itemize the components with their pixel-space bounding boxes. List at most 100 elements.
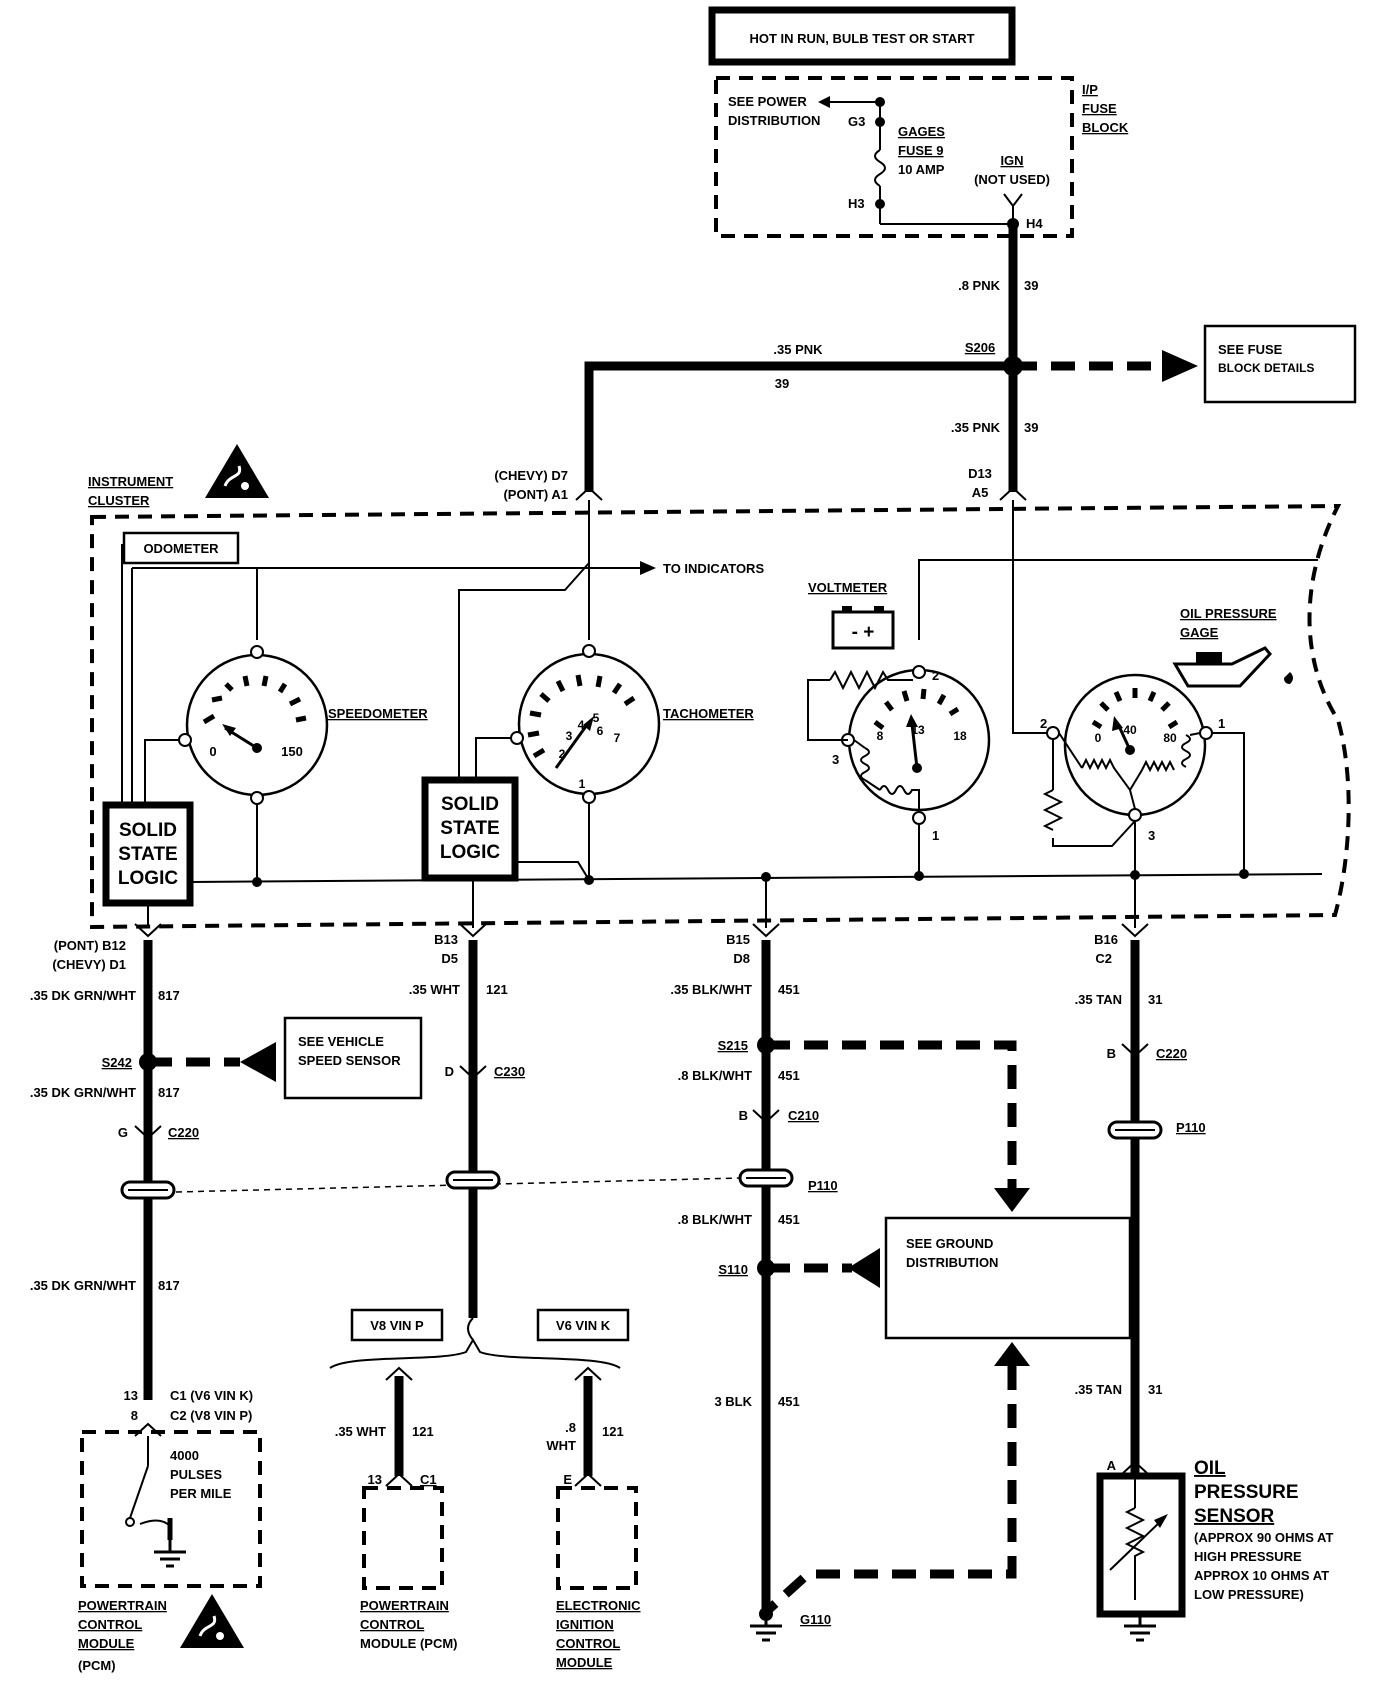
feed-top-circuit-label: 39 <box>1024 278 1038 293</box>
svg-text:APPROX 10 OHMS AT: APPROX 10 OHMS AT <box>1194 1568 1329 1583</box>
svg-text:PER MILE: PER MILE <box>170 1486 232 1501</box>
feed-top-wire-label: .8 PNK <box>958 278 1001 293</box>
pcm-conn-label: C1 <box>420 1472 437 1487</box>
c3-conn-label: C210 <box>788 1108 819 1123</box>
connector-eicm-e <box>574 1472 602 1487</box>
feed-left-wire-label: .35 PNK <box>773 342 823 357</box>
vss-pulse-text: 4000 PULSES PER MILE <box>170 1448 232 1501</box>
svg-text:MODULE: MODULE <box>78 1636 135 1651</box>
oil-pin-2: 2 <box>1040 716 1047 731</box>
c3-circuit-label: 451 <box>778 982 800 997</box>
ign-not-used-label: IGN (NOT USED) <box>974 153 1050 187</box>
svg-text:MODULE (PCM): MODULE (PCM) <box>360 1636 458 1651</box>
arrow-left-icon <box>240 1042 276 1082</box>
svg-text:PULSES: PULSES <box>170 1467 222 1482</box>
connector-b13-d5 <box>459 923 487 938</box>
svg-text:(PONT) B12: (PONT) B12 <box>54 938 126 953</box>
c4-circuit-label-2: 31 <box>1148 1382 1162 1397</box>
connector-c220-b <box>1121 1043 1149 1058</box>
voltmeter: 8 13 18 <box>841 665 991 825</box>
see-ground-distribution-box <box>884 1216 1132 1340</box>
ground-icon <box>748 1612 784 1642</box>
svg-text:13: 13 <box>124 1388 138 1403</box>
eicm-circuit-label: 121 <box>602 1424 624 1439</box>
svg-text:INSTRUMENT: INSTRUMENT <box>88 474 173 489</box>
c3-circuit-label-4: 451 <box>778 1394 800 1409</box>
tach-tick-3: 3 <box>566 729 573 743</box>
svg-text:10 AMP: 10 AMP <box>898 162 945 177</box>
connector-d13-a5 <box>999 486 1027 501</box>
c3-wire-c-label: 3 BLK <box>714 1394 752 1409</box>
svg-text:A5: A5 <box>972 485 989 500</box>
tach-tick-5: 5 <box>593 711 600 725</box>
svg-text:(APPROX 90 OHMS AT: (APPROX 90 OHMS AT <box>1194 1530 1333 1545</box>
volt-pin-3: 3 <box>832 752 839 767</box>
battery-icon: - + <box>831 606 895 650</box>
svg-text:(NOT USED): (NOT USED) <box>974 172 1050 187</box>
svg-text:C2: C2 <box>1095 951 1112 966</box>
instrument-cluster-outline <box>90 503 1351 930</box>
tach-tick-1: 1 <box>579 777 586 791</box>
speedo-max-label: 150 <box>281 744 303 759</box>
c3-conn-pin: B <box>739 1108 748 1123</box>
feed-left-circuit-label: 39 <box>775 376 789 391</box>
sensor-pin-a-label: A <box>1107 1458 1117 1473</box>
connector-c230-d <box>459 1065 487 1080</box>
feed-right-circuit-label: 39 <box>1024 420 1038 435</box>
svg-text:POWERTRAIN: POWERTRAIN <box>360 1598 449 1613</box>
svg-text:- +: - + <box>852 622 875 643</box>
oil-pin-1: 1 <box>1218 716 1225 731</box>
passthrough-grommet-2 <box>445 1170 501 1190</box>
svg-text:GAGE: GAGE <box>1180 625 1219 640</box>
svg-text:(CHEVY) D7: (CHEVY) D7 <box>494 468 568 483</box>
svg-text:PRESSURE: PRESSURE <box>1194 1482 1299 1503</box>
c2-wire-label: .35 WHT <box>409 982 460 997</box>
block-details-text: BLOCK DETAILS <box>1218 361 1314 375</box>
oil-tick-40: 40 <box>1123 723 1137 737</box>
c1-wire-label-1: .35 DK GRN/WHT <box>30 988 136 1003</box>
ground-dist-wire-bottom <box>762 1366 1017 1616</box>
connector-pcm-c1 <box>385 1472 413 1487</box>
solid-state-logic-middle <box>421 776 519 882</box>
speedo-min-label: 0 <box>209 744 216 759</box>
eicm-wire-label-color: WHT <box>546 1438 576 1453</box>
svg-text:POWERTRAIN: POWERTRAIN <box>78 1598 167 1613</box>
c1-pin-labels: (PONT) B12 (CHEVY) D1 <box>52 938 126 972</box>
speedometer-label: SPEEDOMETER <box>328 706 428 721</box>
s110-label: S110 <box>718 1262 748 1277</box>
ssl-mid-line1: SOLID <box>441 794 499 815</box>
eicm-wire-label-gauge: .8 <box>565 1420 576 1435</box>
feed-wire-left <box>584 361 1013 492</box>
svg-text:B16: B16 <box>1094 932 1118 947</box>
eicm-pin-label: E <box>563 1472 572 1487</box>
speedometer: 0 150 <box>178 645 329 805</box>
connector-pcm-top <box>385 1366 413 1381</box>
see-ground-line2: DISTRIBUTION <box>906 1255 998 1270</box>
svg-text:C1 (V6 VIN K): C1 (V6 VIN K) <box>170 1388 253 1403</box>
ground-icon <box>152 1538 188 1568</box>
svg-text:(PONT) A1: (PONT) A1 <box>503 487 568 502</box>
svg-text:SEE POWER: SEE POWER <box>728 94 807 109</box>
c4-conn-pin: B <box>1107 1046 1116 1061</box>
svg-text:DISTRIBUTION: DISTRIBUTION <box>728 113 820 128</box>
v6-vin-k-label: V6 VIN K <box>556 1318 611 1333</box>
odometer-box <box>122 531 240 565</box>
volt-tick-8: 8 <box>877 729 884 743</box>
see-vss-line1: SEE VEHICLE <box>298 1034 384 1049</box>
ssl-mid-line3: LOGIC <box>440 842 500 863</box>
oil-pressure-gage-label: OIL PRESSURE GAGE <box>1180 606 1277 640</box>
svg-text:B13: B13 <box>434 932 458 947</box>
connector-d7-a1 <box>575 486 603 501</box>
svg-text:BLOCK: BLOCK <box>1082 120 1129 135</box>
voltmeter-label: VOLTMETER <box>808 580 888 595</box>
svg-text:CONTROL: CONTROL <box>360 1617 424 1632</box>
oil-pin-3: 3 <box>1148 828 1155 843</box>
svg-text:CONTROL: CONTROL <box>78 1617 142 1632</box>
svg-text:HIGH PRESSURE: HIGH PRESSURE <box>1194 1549 1302 1564</box>
fuse-block-outline <box>714 76 1074 238</box>
c3-wire-b-label-2: .8 BLK/WHT <box>678 1212 752 1227</box>
see-vehicle-speed-sensor-box <box>283 1016 423 1100</box>
c4-pin-labels: B16 C2 <box>1094 932 1118 966</box>
oil-tick-0: 0 <box>1095 731 1102 745</box>
pin-d13-a5-label: D13 A5 <box>968 466 992 500</box>
